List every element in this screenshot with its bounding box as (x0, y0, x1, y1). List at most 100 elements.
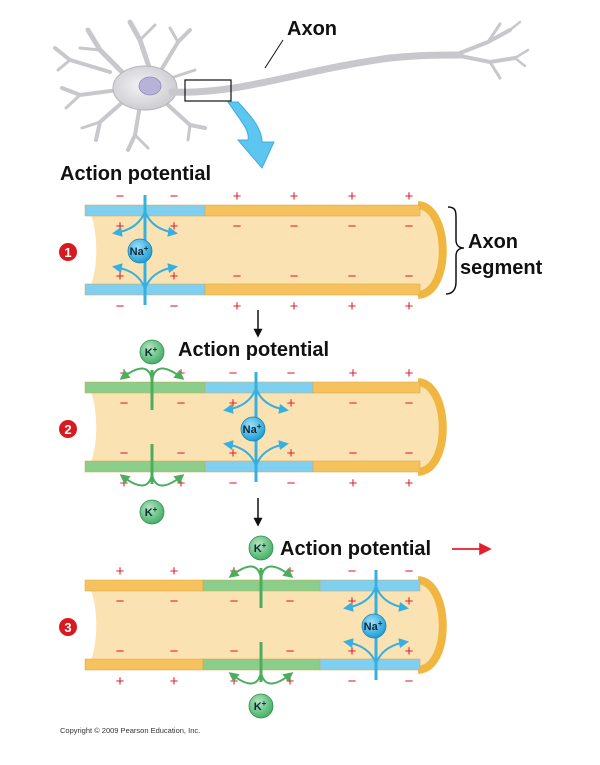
potassium-channel (119, 367, 185, 487)
axon-end-cap (417, 576, 447, 674)
action-potential-label-3: Action potential (280, 538, 431, 560)
axon-segment-label-line1: Axon (468, 231, 518, 253)
charge-outer-top: + (170, 563, 179, 580)
sodium-ion: Na+ (127, 238, 153, 264)
charge-outer-top: − (170, 188, 179, 205)
charge-inner-top: + (287, 395, 296, 412)
charge-outer-bottom: + (170, 673, 179, 690)
charge-outer-top: − (287, 365, 296, 382)
step-number: 1 (64, 245, 71, 260)
charge-outer-bottom: − (170, 298, 179, 315)
axon-segment-panel-3: ++++++++−−−−−−−−−−−−++++Na+K+K+3 (59, 535, 447, 719)
charge-inner-bottom: − (170, 643, 179, 660)
charge-inner-bottom: − (177, 445, 186, 462)
charge-inner-top: + (405, 593, 414, 610)
charge-inner-bottom: − (120, 445, 129, 462)
charge-inner-bottom: − (286, 643, 295, 660)
axon-end-cap (417, 201, 447, 299)
charge-outer-bottom: + (348, 298, 357, 315)
step-number-badge (59, 618, 77, 636)
charge-outer-top: + (348, 188, 357, 205)
axon-leader-line (264, 39, 284, 69)
neuron-illustration: Axon (53, 18, 530, 169)
charge-outer-bottom: − (116, 298, 125, 315)
charge-outer-bottom: + (405, 475, 414, 492)
copyright: Copyright © 2009 Pearson Education, Inc. (60, 726, 200, 735)
axon-terminals (453, 20, 530, 80)
charge-outer-bottom: − (287, 475, 296, 492)
charge-inner-bottom: + (229, 445, 238, 462)
charge-inner-top: − (405, 218, 414, 235)
sodium-ion: Na+ (240, 416, 266, 442)
dendrites (53, 19, 207, 152)
axon-segment-label-line2: segment (460, 257, 543, 279)
step-number-badge (59, 420, 77, 438)
charge-outer-bottom: − (405, 673, 414, 690)
charge-inner-top: − (405, 395, 414, 412)
step-number: 2 (64, 422, 71, 437)
charge-outer-bottom: − (348, 673, 357, 690)
charge-inner-top: − (348, 218, 357, 235)
membrane-green-top (84, 381, 206, 394)
charge-outer-top: + (349, 365, 358, 382)
charge-inner-top: − (177, 395, 186, 412)
charge-inner-bottom: + (287, 445, 296, 462)
charge-outer-bottom: + (405, 298, 414, 315)
charge-inner-bottom: − (405, 268, 414, 285)
charge-outer-top: − (348, 563, 357, 580)
charge-inner-bottom: − (349, 445, 358, 462)
charge-inner-top: − (290, 218, 299, 235)
membrane-blue-bottom (319, 658, 421, 671)
axon-label: Axon (287, 18, 337, 40)
charge-outer-top: + (286, 563, 295, 580)
charge-outer-top: + (405, 188, 414, 205)
charge-outer-top: − (229, 365, 238, 382)
membrane-blue-top (204, 381, 314, 394)
charge-inner-top: + (348, 593, 357, 610)
membrane-blue-bottom (204, 460, 314, 473)
charge-inner-top: − (116, 593, 125, 610)
charge-inner-top: − (233, 218, 242, 235)
charge-inner-bottom: − (290, 268, 299, 285)
magnified-region-box (184, 79, 232, 102)
membrane-orange-bottom (312, 460, 421, 473)
charge-inner-top: + (116, 218, 125, 235)
charge-inner-top: − (349, 395, 358, 412)
charge-inner-bottom: − (230, 643, 239, 660)
zoom-arrow (227, 101, 275, 169)
charge-inner-bottom: + (405, 643, 414, 660)
action-potential-label-1: Action potential (60, 163, 211, 185)
charge-outer-bottom: + (349, 475, 358, 492)
charge-outer-bottom: − (229, 475, 238, 492)
charge-inner-top: − (170, 593, 179, 610)
charge-outer-bottom: + (116, 673, 125, 690)
charge-inner-bottom: − (116, 643, 125, 660)
potassium-ion: K+ (248, 535, 274, 561)
membrane-orange-bottom (84, 658, 204, 671)
charge-outer-top: + (116, 563, 125, 580)
charge-outer-top: + (233, 188, 242, 205)
action-potential-label-2: Action potential (178, 339, 329, 361)
axon-shaft (168, 51, 464, 96)
membrane-orange-top (204, 204, 421, 217)
charge-inner-top: − (230, 593, 239, 610)
step-number-badge (59, 243, 77, 261)
potassium-channel (228, 565, 294, 685)
axon-end-cap (417, 378, 447, 476)
charge-inner-top: + (229, 395, 238, 412)
potassium-ion: K+ (139, 339, 165, 365)
sodium-ion: Na+ (361, 613, 387, 639)
charge-inner-bottom: + (348, 643, 357, 660)
charge-outer-bottom: + (233, 298, 242, 315)
charge-inner-bottom: − (405, 445, 414, 462)
charge-inner-top: − (286, 593, 295, 610)
charge-inner-bottom: − (233, 268, 242, 285)
step-number: 3 (64, 620, 71, 635)
charge-outer-top: + (177, 365, 186, 382)
membrane-blue-top (319, 579, 421, 592)
charge-inner-top: − (120, 395, 129, 412)
charge-outer-top: − (116, 188, 125, 205)
charge-outer-bottom: + (290, 298, 299, 315)
charge-outer-top: − (405, 563, 414, 580)
